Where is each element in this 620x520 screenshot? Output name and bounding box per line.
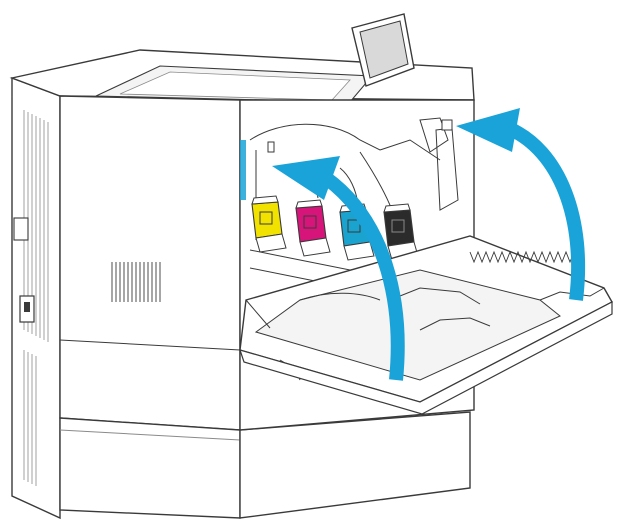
display-screen	[359, 20, 409, 79]
arrow-head-right	[456, 108, 520, 152]
bay-indicator	[267, 141, 275, 153]
printer-body	[9, 49, 475, 520]
toner-cartridge-yellow	[251, 195, 287, 253]
door-edge	[239, 301, 613, 415]
arrow-head-left	[272, 156, 340, 200]
arrow-close-door-right	[505, 121, 586, 301]
front-left-panel	[59, 95, 241, 431]
cartridge-label-black	[391, 219, 405, 233]
tray-right	[239, 411, 471, 519]
tray-seam	[59, 429, 241, 441]
cartridge-slot-cyan	[343, 241, 375, 261]
cartridge-handle-magenta	[295, 199, 323, 209]
cartridge-label-yellow	[259, 211, 273, 225]
control-panel	[351, 13, 415, 87]
cartridge-slot-yellow	[255, 233, 287, 253]
cartridge-body-magenta	[295, 205, 327, 243]
paper-tray	[59, 417, 241, 519]
cartridge-label-magenta	[303, 215, 317, 229]
arrow-close-door-left	[321, 172, 405, 381]
toner-cartridges	[251, 195, 419, 261]
front-door	[239, 235, 613, 415]
close-door-arrows	[272, 108, 586, 381]
front-vent	[111, 262, 161, 302]
door-ribs	[469, 250, 575, 264]
power-switch	[24, 302, 30, 312]
cartridge-label-cyan	[347, 219, 361, 233]
cartridge-body-yellow	[251, 201, 283, 239]
cartridge-handle-black	[383, 203, 411, 213]
bay-indicator-right	[441, 119, 453, 131]
output-bin-inner	[119, 71, 351, 101]
side-latch	[13, 217, 29, 241]
panel-seam	[59, 339, 241, 351]
bay-left-edge	[240, 140, 246, 200]
cartridge-handle-yellow	[251, 195, 279, 205]
cartridge-slot-magenta	[299, 237, 331, 257]
cartridge-body-black	[383, 209, 415, 247]
toner-cartridge-magenta	[295, 199, 331, 257]
